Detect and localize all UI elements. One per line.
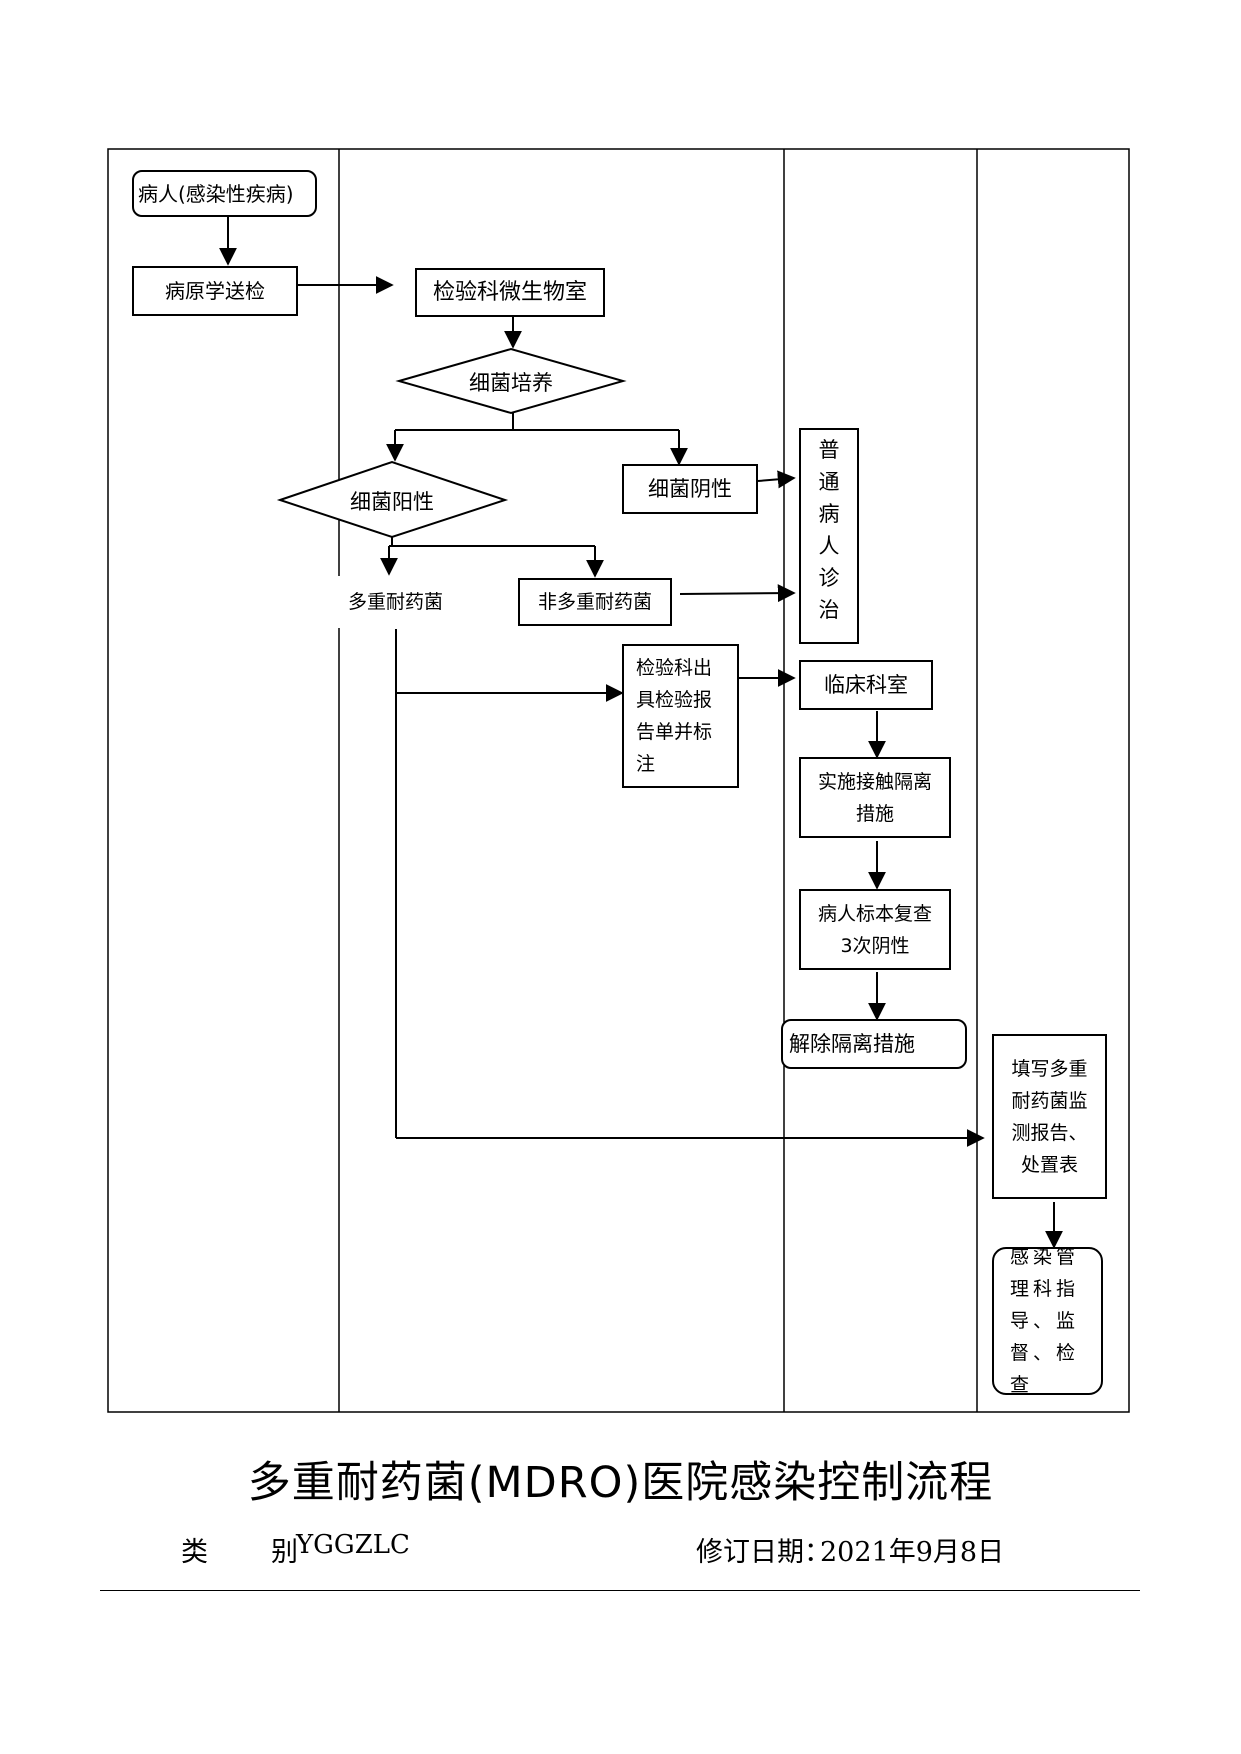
- revision-date: 2021年9月8日: [820, 1537, 1005, 1568]
- flowchart: 细菌培养 细菌阳性 病人(感染性疾病) 病原学送检 检验科微生物室 细菌阴性 普…: [107, 148, 1130, 1413]
- lab-node: 检验科微生物室: [415, 268, 605, 317]
- flowchart-lines: [107, 148, 1130, 1413]
- culture-diamond-label: 细菌培养: [469, 371, 553, 395]
- page-title: 多重耐药菌(MDRO)医院感染控制流程: [247, 1458, 994, 1508]
- swimlane-frame: [107, 148, 1130, 1413]
- culture-diamond: [395, 347, 627, 415]
- lab-report-node: 检验科出具检验报告单并标注: [622, 644, 739, 788]
- positive-diamond: [276, 460, 509, 539]
- release-node: 解除隔离措施: [781, 1019, 967, 1069]
- non-mdro-node: 非多重耐药菌: [518, 578, 672, 626]
- patient-node: 病人(感染性疾病): [132, 170, 317, 217]
- footer-rule: [100, 1590, 1140, 1591]
- split-line: [395, 413, 514, 431]
- category-value: YGGZLC: [296, 1530, 410, 1560]
- specimen-node: 病原学送检: [132, 266, 298, 316]
- normal-treatment-node: 普通病人诊治: [799, 428, 859, 644]
- revision-label: 修订日期：: [696, 1537, 831, 1568]
- split-line: [389, 537, 393, 547]
- isolation-node: 实施接触隔离措施: [799, 757, 951, 838]
- category-label: 类 别: [181, 1537, 316, 1568]
- arrow: [679, 584, 796, 603]
- mdro-node: 多重耐药菌: [328, 576, 463, 628]
- fill-form-node: 填写多重耐药菌监测报告、处置表: [992, 1034, 1107, 1199]
- arrow: [757, 470, 796, 489]
- recheck-node: 病人标本复查3次阴性: [799, 889, 951, 970]
- clinical-dept-node: 临床科室: [799, 660, 933, 710]
- negative-node: 细菌阴性: [622, 464, 758, 514]
- positive-diamond-label: 细菌阳性: [350, 490, 434, 514]
- infection-mgmt-node: 感染管理科指导、监督、检查: [992, 1246, 1103, 1396]
